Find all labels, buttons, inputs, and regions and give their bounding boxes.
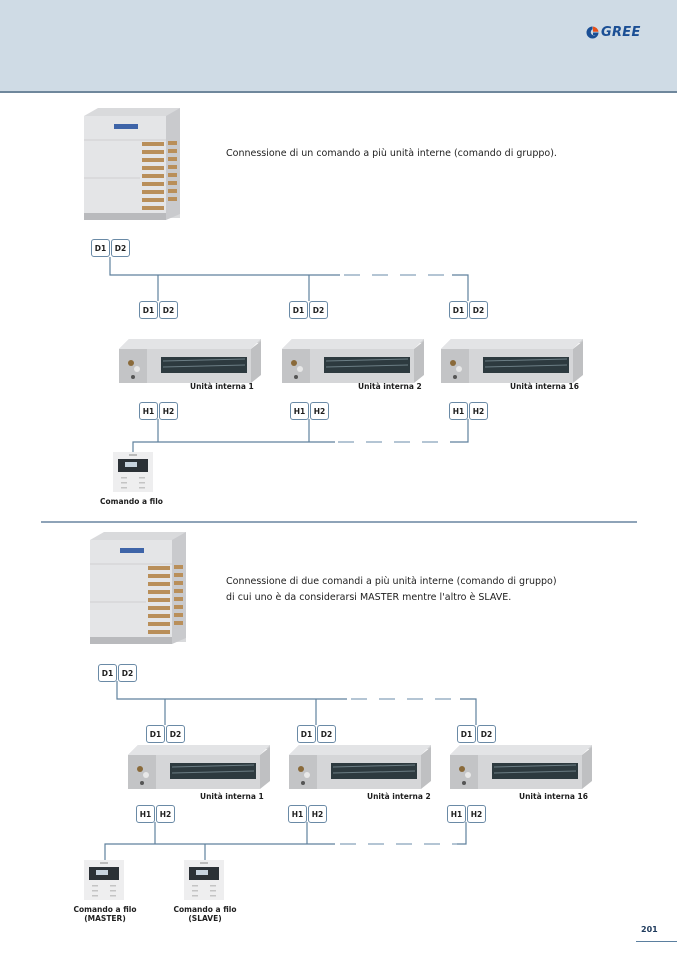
indoor1-h-terminals: H1 H2 bbox=[139, 402, 178, 420]
indoor-unit-label-16b: Unità interna 16 bbox=[519, 792, 588, 801]
page-number: 201 bbox=[641, 925, 658, 934]
terminal-h2: H2 bbox=[310, 402, 329, 420]
terminal-d1: D1 bbox=[289, 301, 308, 319]
indoor1b-h-terminals: H1 H2 bbox=[136, 805, 175, 823]
indoor16-d-terminals: D1 D2 bbox=[449, 301, 488, 319]
terminal-d1: D1 bbox=[297, 725, 316, 743]
controller-master-label-line1: Comando a filo bbox=[73, 905, 137, 914]
indoor-unit-image-16 bbox=[440, 338, 584, 384]
indoor16b-d-terminals: D1 D2 bbox=[457, 725, 496, 743]
indoor16b-h-terminals: H1 H2 bbox=[447, 805, 486, 823]
controller-slave-label-line1: Comando a filo bbox=[173, 905, 237, 914]
controller-slave-label-line2: (SLAVE) bbox=[188, 914, 222, 923]
terminal-d1: D1 bbox=[449, 301, 468, 319]
d-drop-16b bbox=[460, 698, 477, 725]
terminal-h2: H2 bbox=[156, 805, 175, 823]
indoor2-d-terminals: D1 D2 bbox=[289, 301, 328, 319]
d-bus-wire-1 bbox=[109, 257, 340, 276]
indoor-unit-label-2: Unità interna 2 bbox=[358, 382, 422, 391]
terminal-d1: D1 bbox=[98, 664, 117, 682]
terminal-d1: D1 bbox=[91, 239, 110, 257]
terminal-d2: D2 bbox=[118, 664, 137, 682]
terminal-h1: H1 bbox=[136, 805, 155, 823]
indoor-unit-label-16: Unità interna 16 bbox=[510, 382, 579, 391]
indoor-unit-image-2 bbox=[281, 338, 425, 384]
terminal-d1: D1 bbox=[457, 725, 476, 743]
terminal-h2: H2 bbox=[467, 805, 486, 823]
terminal-d1: D1 bbox=[146, 725, 165, 743]
indoor16-h-terminals: H1 H2 bbox=[449, 402, 488, 420]
wired-controller-image-1 bbox=[113, 452, 153, 492]
terminal-h2: H2 bbox=[159, 402, 178, 420]
indoor1-d-terminals: D1 D2 bbox=[139, 301, 178, 319]
d-bus-wire-2 bbox=[116, 681, 347, 700]
h-drop-16b bbox=[457, 822, 467, 845]
h-bus-wire-2 bbox=[104, 843, 335, 860]
page-number-underline bbox=[636, 941, 677, 942]
terminal-d2: D2 bbox=[159, 301, 178, 319]
terminal-h1: H1 bbox=[288, 805, 307, 823]
outdoor-terminal-pair-2: D1 D2 bbox=[98, 664, 137, 682]
controller-label: Comando a filo bbox=[100, 497, 163, 506]
indoor-unit-label-1b: Unità interna 1 bbox=[200, 792, 264, 801]
terminal-h1: H1 bbox=[449, 402, 468, 420]
diagram2-description: Connessione di due comandi a più unità i… bbox=[226, 574, 557, 606]
indoor2-h-terminals: H1 H2 bbox=[290, 402, 329, 420]
indoor-unit-image-16b bbox=[449, 744, 593, 790]
section-divider bbox=[41, 521, 637, 523]
controller-slave-label: Comando a filo (SLAVE) bbox=[170, 905, 240, 923]
brand-name: GREE bbox=[601, 25, 641, 40]
diagram2-description-line1: Connessione di due comandi a più unità i… bbox=[226, 576, 557, 587]
indoor-unit-image-1b bbox=[127, 744, 271, 790]
controller-master-label-line2: (MASTER) bbox=[84, 914, 126, 923]
outdoor-terminal-pair-1: D1 D2 bbox=[91, 239, 130, 257]
wired-controller-image-slave bbox=[184, 860, 224, 900]
indoor2b-h-terminals: H1 H2 bbox=[288, 805, 327, 823]
terminal-h2: H2 bbox=[308, 805, 327, 823]
diagram2-description-line2: di cui uno è da considerarsi MASTER ment… bbox=[226, 592, 512, 603]
terminal-d2: D2 bbox=[477, 725, 496, 743]
indoor-unit-image-1 bbox=[118, 338, 262, 384]
indoor-unit-image-2b bbox=[288, 744, 432, 790]
controller-master-label: Comando a filo (MASTER) bbox=[70, 905, 140, 923]
indoor-unit-label-1: Unità interna 1 bbox=[190, 382, 254, 391]
outdoor-unit-image-2 bbox=[90, 532, 186, 644]
h-bus-wire-1 bbox=[132, 441, 335, 452]
terminal-h1: H1 bbox=[447, 805, 466, 823]
wired-controller-image-master bbox=[84, 860, 124, 900]
terminal-h1: H1 bbox=[139, 402, 158, 420]
d-drop-16 bbox=[452, 274, 469, 301]
terminal-h2: H2 bbox=[469, 402, 488, 420]
gree-logo-mark-icon bbox=[586, 26, 599, 39]
terminal-d2: D2 bbox=[111, 239, 130, 257]
terminal-d1: D1 bbox=[139, 301, 158, 319]
gree-logo: GREE bbox=[586, 25, 641, 40]
terminal-h1: H1 bbox=[290, 402, 309, 420]
terminal-d2: D2 bbox=[469, 301, 488, 319]
indoor1b-d-terminals: D1 D2 bbox=[146, 725, 185, 743]
indoor2b-d-terminals: D1 D2 bbox=[297, 725, 336, 743]
outdoor-unit-image-1 bbox=[84, 108, 180, 220]
terminal-d2: D2 bbox=[309, 301, 328, 319]
page-header: GREE bbox=[0, 0, 677, 93]
h-drop-16 bbox=[450, 419, 469, 443]
terminal-d2: D2 bbox=[317, 725, 336, 743]
indoor-unit-label-2b: Unità interna 2 bbox=[367, 792, 431, 801]
diagram1-description: Connessione di un comando a più unità in… bbox=[226, 148, 557, 159]
terminal-d2: D2 bbox=[166, 725, 185, 743]
